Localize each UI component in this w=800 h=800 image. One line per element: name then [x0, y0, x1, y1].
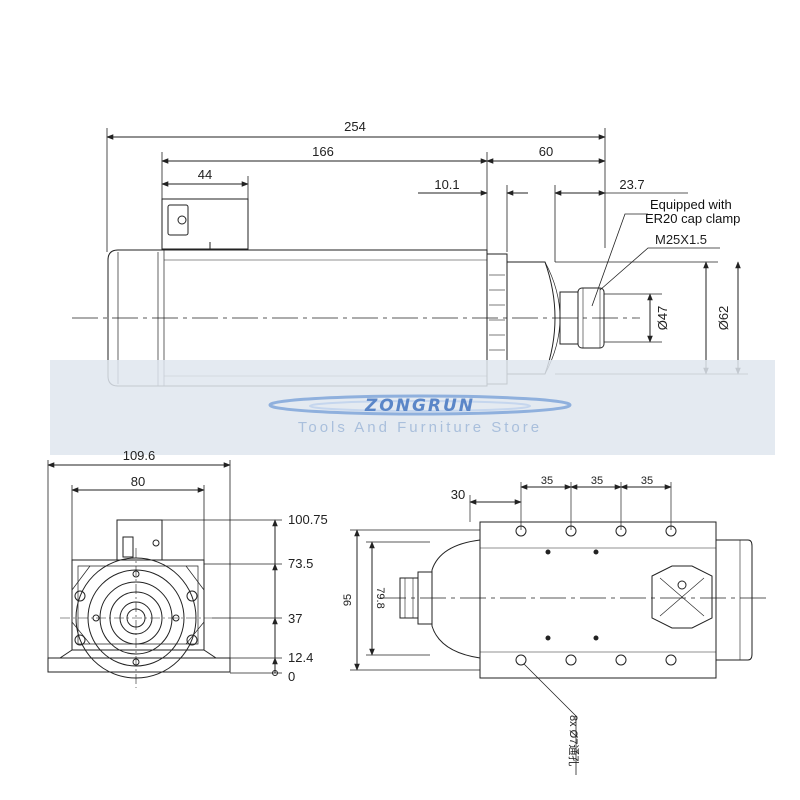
- dim-73-5: 73.5: [288, 556, 313, 571]
- watermark-logo: ZONGRUN: [364, 396, 475, 416]
- dim-0: 0: [288, 669, 295, 684]
- thread-note: M25X1.5: [655, 232, 707, 247]
- dim-d62: Ø62: [716, 306, 731, 331]
- dim-95: 95: [342, 594, 354, 606]
- dim-79-8: 79.8: [374, 587, 386, 608]
- dim-100-75: 100.75: [288, 512, 328, 527]
- dim-44: 44: [198, 167, 212, 182]
- mounting-base: [47, 657, 231, 673]
- dim-pitch-2: 35: [591, 475, 603, 487]
- bottom-view: [350, 482, 770, 775]
- front-view: [47, 460, 282, 688]
- dim-pitch-3: 35: [641, 475, 653, 487]
- dim-d47: Ø47: [655, 306, 670, 331]
- dim-10-1: 10.1: [434, 177, 459, 192]
- base-plate: [479, 521, 717, 679]
- dim-60: 60: [539, 144, 553, 159]
- dim-pitch-1: 35: [541, 475, 553, 487]
- side-view: [72, 128, 748, 387]
- junction-box: [161, 198, 249, 250]
- hole-callout: 8x Ø7通孔: [567, 715, 580, 766]
- dim-37: 37: [288, 611, 302, 626]
- bottom-flange: [431, 539, 481, 659]
- dim-80: 80: [131, 474, 145, 489]
- rear-cap: [716, 539, 753, 661]
- clamp-note-line1: Equipped with: [650, 197, 732, 212]
- dim-254: 254: [344, 119, 366, 134]
- dim-23-7: 23.7: [619, 177, 644, 192]
- dim-109-6: 109.6: [123, 448, 156, 463]
- watermark: [50, 360, 775, 455]
- dim-30: 30: [451, 487, 465, 502]
- dim-166: 166: [312, 144, 334, 159]
- clamp-note-line2: ER20 cap clamp: [645, 211, 740, 226]
- dim-12-4: 12.4: [288, 650, 313, 665]
- watermark-store: Tools And Furniture Store: [298, 419, 542, 436]
